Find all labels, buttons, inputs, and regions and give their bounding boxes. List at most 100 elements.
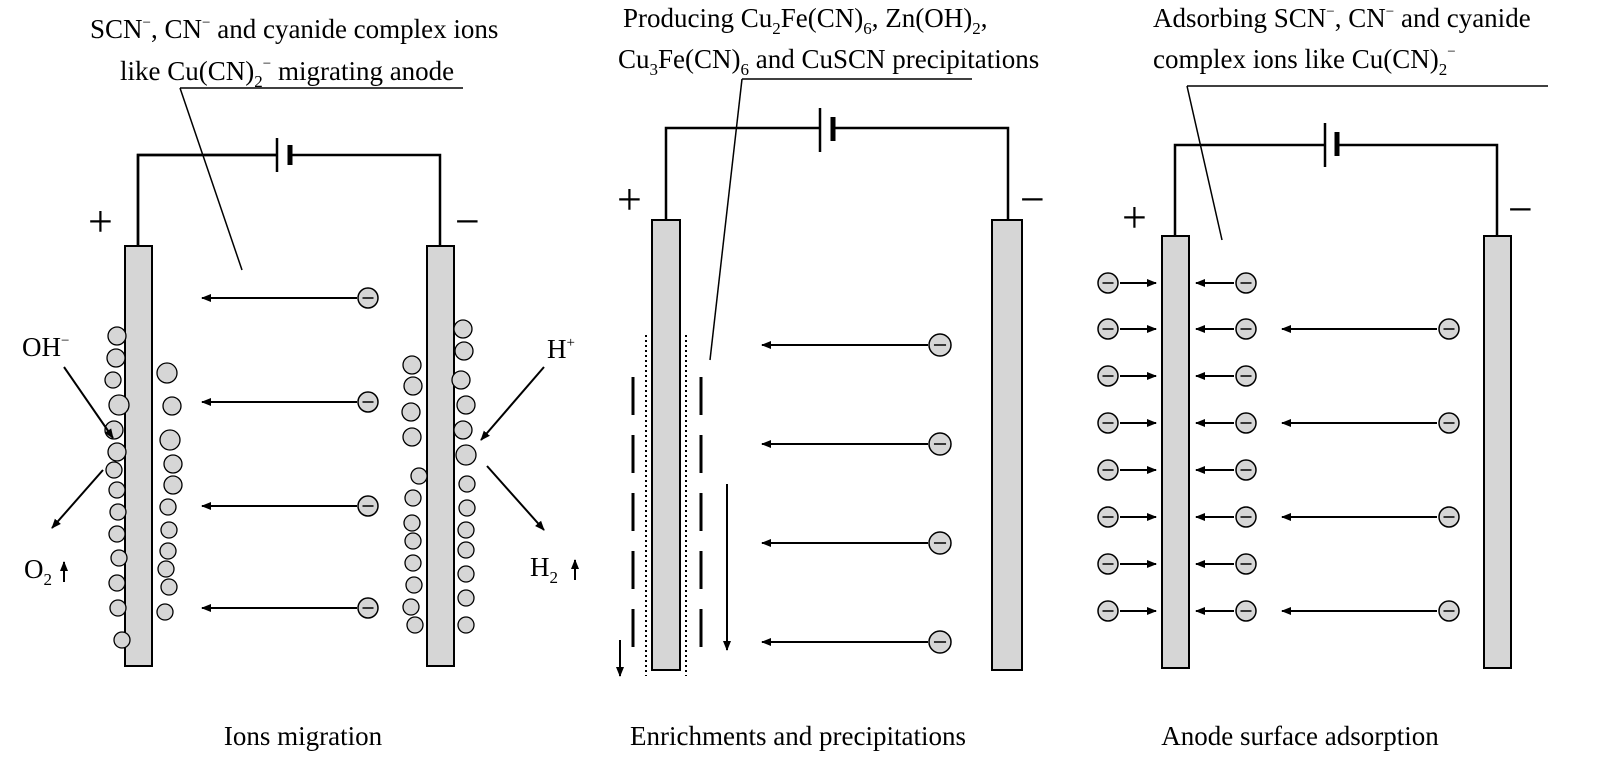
- battery-icon: [818, 108, 836, 152]
- caption-ions-migration: Ions migration: [224, 721, 383, 751]
- anion-icon: [1235, 272, 1257, 294]
- gas-bubble: [457, 521, 475, 539]
- anode-electrode: [124, 245, 153, 667]
- gas-bubble: [105, 461, 123, 479]
- anion-icon: [1235, 459, 1257, 481]
- h2-arrow: [486, 465, 545, 531]
- anion-icon: [1097, 318, 1119, 340]
- cathode-electrode: [991, 219, 1023, 671]
- o2-arrow: [51, 469, 104, 529]
- anion-icon: [357, 495, 379, 517]
- anion-icon: [1097, 506, 1119, 528]
- gas-bubble: [458, 475, 476, 493]
- gas-bubble: [403, 376, 423, 396]
- gas-bubble: [104, 371, 122, 389]
- gas-bubble: [402, 598, 420, 616]
- gas-bubble: [458, 499, 476, 517]
- gas-bubble: [453, 319, 473, 339]
- annotation-line-2: like Cu(CN)2− migrating anode: [120, 56, 454, 91]
- gas-bubble: [457, 565, 475, 583]
- anode-sign: +: [88, 197, 113, 246]
- anion-icon: [1438, 600, 1460, 622]
- gas-bubble: [162, 396, 182, 416]
- gas-bubble: [160, 521, 178, 539]
- gas-bubble: [457, 589, 475, 607]
- anion-icon: [1438, 506, 1460, 528]
- gas-bubble: [402, 427, 422, 447]
- anion-icon: [928, 333, 952, 357]
- cathode-sign: −: [1508, 185, 1533, 234]
- anion-icon: [1235, 412, 1257, 434]
- anion-icon: [357, 597, 379, 619]
- annotation-leader-line: [1186, 85, 1223, 241]
- gas-bubble: [159, 429, 181, 451]
- annotation-line-2: complex ions like Cu(CN)2−: [1153, 44, 1456, 79]
- svg-text:H2: H2: [530, 552, 558, 587]
- anion-icon: [928, 630, 952, 654]
- gas-bubble: [108, 525, 126, 543]
- battery-icon: [275, 138, 293, 172]
- gas-bubble: [405, 576, 423, 594]
- annotation-line-1: Adsorbing SCN−, CN− and cyanide: [1153, 3, 1531, 33]
- gas-bubble: [109, 503, 127, 521]
- anode-electrode: [1161, 235, 1190, 669]
- gas-bubble: [457, 541, 475, 559]
- gas-bubble: [410, 467, 428, 485]
- anion-icon: [1235, 318, 1257, 340]
- gas-bubble: [453, 420, 473, 440]
- annotation-line-1: Producing Cu2Fe(CN)6, Zn(OH)2,: [623, 3, 988, 38]
- anion-icon: [357, 287, 379, 309]
- h-arrow: [480, 366, 545, 441]
- gas-bubble: [402, 355, 422, 375]
- anion-icon: [1097, 412, 1119, 434]
- annotation-text: Producing Cu2Fe(CN)6, Zn(OH)2, Cu3Fe(CN)…: [618, 3, 1039, 79]
- annotation-text: Adsorbing SCN−, CN− and cyanide complex …: [1153, 3, 1531, 79]
- gas-bubble: [404, 532, 422, 550]
- gas-bubble: [156, 362, 178, 384]
- gas-bubble: [157, 560, 175, 578]
- gas-bubble: [403, 514, 421, 532]
- annotation-line-2: Cu3Fe(CN)6 and CuSCN precipitations: [618, 44, 1039, 79]
- gas-bubble: [404, 554, 422, 572]
- svg-text:OH−: OH−: [22, 332, 69, 362]
- anion-icon: [1438, 412, 1460, 434]
- anion-arrows: [761, 333, 952, 654]
- anion-arrows: [1097, 272, 1460, 622]
- gas-bubble: [401, 402, 421, 422]
- h-label: H+: [547, 334, 575, 364]
- anion-icon: [1097, 365, 1119, 387]
- gas-bubble: [457, 616, 475, 634]
- gas-bubble: [108, 481, 126, 499]
- anode-sign: +: [1122, 193, 1147, 242]
- gas-bubble: [454, 341, 474, 361]
- anion-icon: [1235, 365, 1257, 387]
- anion-icon: [928, 531, 952, 555]
- circuit-wire: [1173, 143, 1499, 236]
- cathode-sign: −: [455, 197, 480, 246]
- gas-bubble: [156, 603, 174, 621]
- gas-bubble: [107, 326, 127, 346]
- anion-icon: [1097, 600, 1119, 622]
- annotation-text: SCN−, CN− and cyanide complex ions like …: [90, 14, 498, 91]
- annotation-line-1: SCN−, CN− and cyanide complex ions: [90, 14, 498, 44]
- gas-bubble: [404, 489, 422, 507]
- cathode-electrode: [426, 245, 455, 667]
- gas-bubble: [113, 631, 131, 649]
- cathode-electrode: [1483, 235, 1512, 669]
- battery-icon: [1323, 123, 1340, 167]
- gas-bubble: [160, 578, 178, 596]
- anion-icon: [1097, 553, 1119, 575]
- anode-sign: +: [617, 175, 642, 224]
- gas-bubble: [163, 454, 183, 474]
- svg-text:O2: O2: [24, 554, 52, 589]
- gas-bubble: [455, 444, 477, 466]
- anion-icon: [1438, 318, 1460, 340]
- gas-bubble: [159, 542, 177, 560]
- gas-bubble: [106, 348, 126, 368]
- gas-bubble: [159, 498, 177, 516]
- cathode-sign: −: [1020, 175, 1045, 224]
- gas-bubble: [456, 395, 476, 415]
- caption-enrichments-precipitations: Enrichments and precipitations: [630, 721, 966, 751]
- annotation-leader-line: [709, 78, 743, 361]
